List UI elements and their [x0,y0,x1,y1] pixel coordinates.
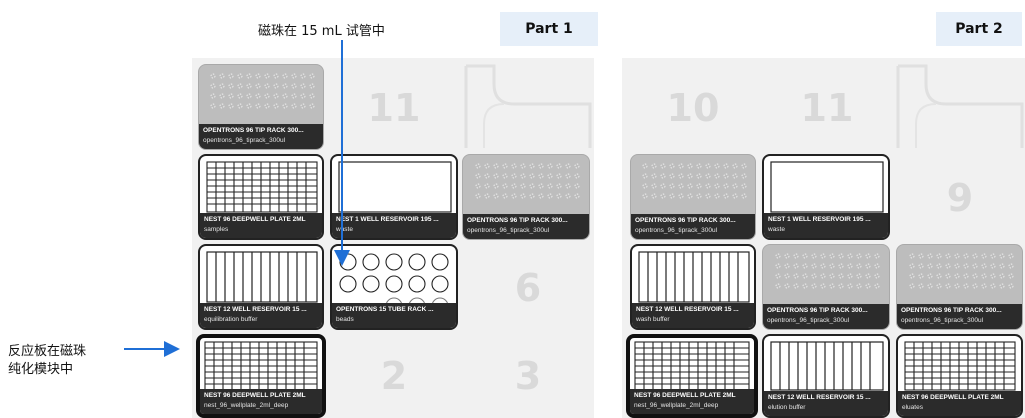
labware-info-bar: OPENTRONS 96 TIP RACK 300... opentrons_9… [199,124,323,149]
labware-name: OPENTRONS 96 TIP RACK 300... [901,307,1002,314]
labware-sublabel: nest_96_wellplate_2ml_deep [204,402,289,409]
slot-number: 11 [367,86,421,130]
part1-slot-11: 11 [330,64,458,150]
labware-sublabel: wash buffer [636,316,670,323]
labware-info-bar: NEST 1 WELL RESERVOIR 195 ... waste [764,213,888,238]
part2-labware-reservoir-slot8[interactable]: NEST 1 WELL RESERVOIR 195 ... waste [762,154,890,240]
part2-labware-deepwell-slot1-magnetic[interactable]: NEST 96 DEEPWELL PLATE 2ML nest_96_wellp… [626,334,758,418]
slot-number: 10 [666,86,720,130]
labware-name: NEST 12 WELL RESERVOIR 15 ... [636,306,739,313]
slot-number: 6 [514,266,542,310]
part2-title: Part 2 [936,12,1022,46]
labware-name: OPENTRONS 15 TUBE RACK ... [336,306,434,313]
part1-title: Part 1 [500,12,598,46]
labware-name: NEST 96 DEEPWELL PLATE 2ML [634,392,736,399]
labware-info-bar: NEST 96 DEEPWELL PLATE 2ML eluates [898,391,1021,416]
labware-sublabel: waste [336,226,353,233]
part1-labware-tiprack-slot9[interactable]: OPENTRONS 96 TIP RACK 300... opentrons_9… [462,154,590,240]
labware-info-bar: NEST 96 DEEPWELL PLATE 2ML samples [200,213,322,238]
labware-sublabel: opentrons_96_tiprack_300ul [203,137,286,144]
part2-labware-deepwell-slot3[interactable]: NEST 96 DEEPWELL PLATE 2ML eluates [896,334,1023,418]
part2-trash-bin [896,64,1024,150]
part1-labware-12well-reservoir-slot4[interactable]: NEST 12 WELL RESERVOIR 15 ... equilibrat… [198,244,324,330]
top-annotation-label: 磁珠在 15 mL 试管中 [258,24,385,39]
slot-number: 9 [946,176,974,220]
labware-info-bar: OPENTRONS 96 TIP RACK 300... opentrons_9… [463,214,589,239]
labware-info-bar: NEST 12 WELL RESERVOIR 15 ... wash buffe… [632,303,754,328]
slot-number: 2 [380,354,408,398]
labware-sublabel: nest_96_wellplate_2ml_deep [634,402,719,409]
labware-info-bar: NEST 96 DEEPWELL PLATE 2ML nest_96_wellp… [630,389,754,414]
labware-name: OPENTRONS 96 TIP RACK 300... [767,307,868,314]
labware-sublabel: opentrons_96_tiprack_300ul [635,227,718,234]
labware-info-bar: NEST 1 WELL RESERVOIR 195 ... waste [332,213,456,238]
labware-sublabel: elution buffer [768,404,806,411]
part2-slot-10: 10 [628,64,758,150]
part1-slot-6: 6 [464,244,592,330]
labware-name: NEST 1 WELL RESERVOIR 195 ... [336,216,439,223]
left-annotation-label-line2: 纯化模块中 [8,362,74,377]
labware-sublabel: waste [768,226,785,233]
labware-info-bar: OPENTRONS 15 TUBE RACK ... beads [332,303,456,328]
part1-slot-2: 2 [330,334,458,418]
part2-labware-12well-reservoir-slot2[interactable]: NEST 12 WELL RESERVOIR 15 ... elution bu… [762,334,890,418]
part1-labware-deepwell-slot7[interactable]: NEST 96 DEEPWELL PLATE 2ML samples [198,154,324,240]
labware-info-bar: OPENTRONS 96 TIP RACK 300... opentrons_9… [763,304,889,329]
labware-name: NEST 12 WELL RESERVOIR 15 ... [204,306,307,313]
part1-labware-reservoir-slot8[interactable]: NEST 1 WELL RESERVOIR 195 ... waste [330,154,458,240]
left-annotation-label-line1: 反应板在磁珠 [8,344,87,359]
labware-name: OPENTRONS 96 TIP RACK 300... [467,217,568,224]
part2-labware-12well-reservoir-slot4[interactable]: NEST 12 WELL RESERVOIR 15 ... wash buffe… [630,244,756,330]
labware-sublabel: opentrons_96_tiprack_300ul [767,317,850,324]
part2-labware-tiprack-slot6[interactable]: OPENTRONS 96 TIP RACK 300... opentrons_9… [896,244,1023,330]
labware-name: NEST 1 WELL RESERVOIR 195 ... [768,216,871,223]
part1-labware-tiprack-slot10[interactable]: OPENTRONS 96 TIP RACK 300... opentrons_9… [198,64,324,150]
labware-info-bar: NEST 12 WELL RESERVOIR 15 ... equilibrat… [200,303,322,328]
labware-sublabel: opentrons_96_tiprack_300ul [467,227,550,234]
slot-number: 11 [800,86,854,130]
labware-sublabel: beads [336,316,354,323]
part1-trash-bin [464,64,592,150]
part1-slot-3: 3 [464,334,592,418]
labware-info-bar: NEST 96 DEEPWELL PLATE 2ML nest_96_wellp… [200,389,322,414]
part2-labware-tiprack-slot7[interactable]: OPENTRONS 96 TIP RACK 300... opentrons_9… [630,154,756,240]
part2-slot-9: 9 [896,154,1024,240]
part1-labware-deepwell-slot1-magnetic[interactable]: NEST 96 DEEPWELL PLATE 2ML nest_96_wellp… [196,334,326,418]
slot-number: 3 [514,354,542,398]
labware-name: OPENTRONS 96 TIP RACK 300... [635,217,736,224]
part2-slot-11: 11 [762,64,892,150]
labware-info-bar: NEST 12 WELL RESERVOIR 15 ... elution bu… [764,391,888,416]
labware-sublabel: equilibration buffer [204,316,258,323]
labware-sublabel: samples [204,226,229,233]
labware-name: NEST 96 DEEPWELL PLATE 2ML [902,394,1004,401]
labware-name: NEST 96 DEEPWELL PLATE 2ML [204,392,306,399]
part2-labware-tiprack-slot5[interactable]: OPENTRONS 96 TIP RACK 300... opentrons_9… [762,244,890,330]
labware-name: NEST 96 DEEPWELL PLATE 2ML [204,216,306,223]
labware-name: NEST 12 WELL RESERVOIR 15 ... [768,394,871,401]
labware-sublabel: opentrons_96_tiprack_300ul [901,317,984,324]
labware-info-bar: OPENTRONS 96 TIP RACK 300... opentrons_9… [631,214,755,239]
labware-info-bar: OPENTRONS 96 TIP RACK 300... opentrons_9… [897,304,1022,329]
labware-name: OPENTRONS 96 TIP RACK 300... [203,127,304,134]
labware-sublabel: eluates [902,404,923,411]
